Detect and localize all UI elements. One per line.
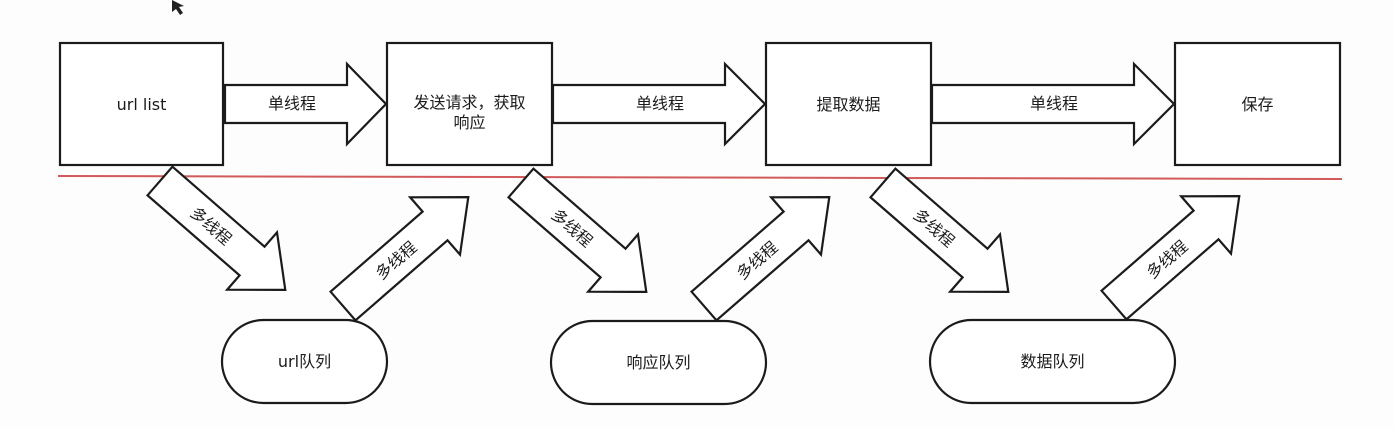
arrow-single-thread-2-label: 单线程 [636,94,684,113]
arrow-single-thread-1-label: 单线程 [268,94,316,113]
queue-url-label: url队列 [278,352,331,371]
arrow-multi-thread-3: 多线程 [506,167,648,294]
queue-response: 响应队列 [549,319,768,406]
box-extract-data: 提取数据 [764,41,933,167]
arrow-multi-thread-2: 多线程 [328,195,470,322]
box-save: 保存 [1173,41,1342,167]
arrow-single-thread-2: 单线程 [551,61,767,147]
box-url-list: url list [58,41,225,167]
queue-response-label: 响应队列 [626,353,690,372]
queue-data: 数据队列 [928,318,1177,405]
box-extract-data-label: 提取数据 [816,95,880,114]
queue-data-label: 数据队列 [1020,352,1084,371]
cursor-icon [172,0,184,15]
box-save-label: 保存 [1241,95,1273,114]
box-send-request-label-line2: 响应 [453,113,485,132]
arrow-single-thread-1: 单线程 [223,61,388,147]
arrow-multi-thread-5: 多线程 [868,167,1010,294]
arrow-multi-thread-6: 多线程 [1099,194,1241,321]
box-send-request-label-line1: 发送请求，获取 [413,93,525,112]
box-send-request: 发送请求，获取 响应 [385,41,554,167]
box-url-list-label: url list [117,95,167,114]
arrow-single-thread-3: 单线程 [930,61,1176,147]
divider-line [57,175,1343,180]
arrow-single-thread-3-label: 单线程 [1030,94,1078,113]
arrow-multi-thread-4: 多线程 [689,195,831,322]
queue-url: url队列 [220,318,389,405]
